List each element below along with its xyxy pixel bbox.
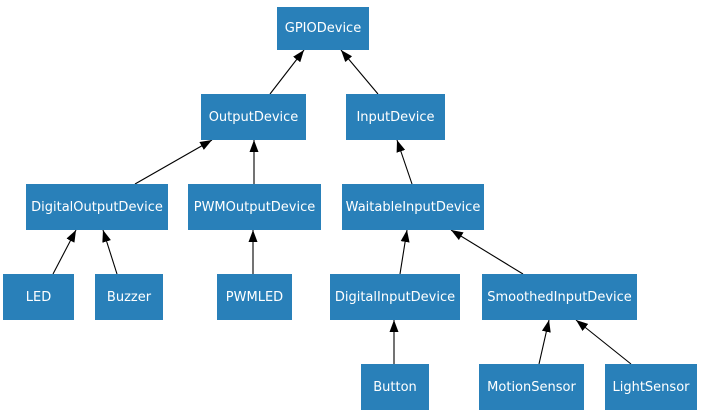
node-motionsensor: MotionSensor [479,364,584,410]
node-inputdevice: InputDevice [346,94,445,140]
node-pwmled: PWMLED [217,274,292,320]
edge-smoothedinputdevice-to-waitableinputdevice [450,229,524,275]
edge-lightsensor-to-smoothedinputdevice [575,319,632,365]
node-lightsensor: LightSensor [605,364,697,410]
edge-inputdevice-to-gpiodevice [340,49,379,95]
edge-outputdevice-to-gpiodevice [269,49,305,95]
edge-buzzer-to-digitaloutputdevice [102,229,118,275]
node-digitalinputdevice: DigitalInputDevice [330,274,460,320]
node-buzzer: Buzzer [95,274,163,320]
node-pwmoutputdevice: PWMOutputDevice [188,184,321,230]
node-gpiodevice: GPIODevice [277,7,369,50]
node-led: LED [3,274,74,320]
edge-waitableinputdevice-to-inputdevice [396,139,413,185]
edge-digitaloutputdevice-to-outputdevice [134,139,213,185]
edge-digitalinputdevice-to-waitableinputdevice [399,229,410,275]
edge-led-to-digitaloutputdevice [52,229,77,275]
node-waitableinputdevice: WaitableInputDevice [342,184,484,230]
node-smoothedinputdevice: SmoothedInputDevice [482,274,637,320]
node-digitaloutputdevice: DigitalOutputDevice [26,184,168,230]
node-button: Button [361,364,429,410]
node-outputdevice: OutputDevice [201,94,306,140]
edge-motionsensor-to-smoothedinputdevice [538,319,551,365]
